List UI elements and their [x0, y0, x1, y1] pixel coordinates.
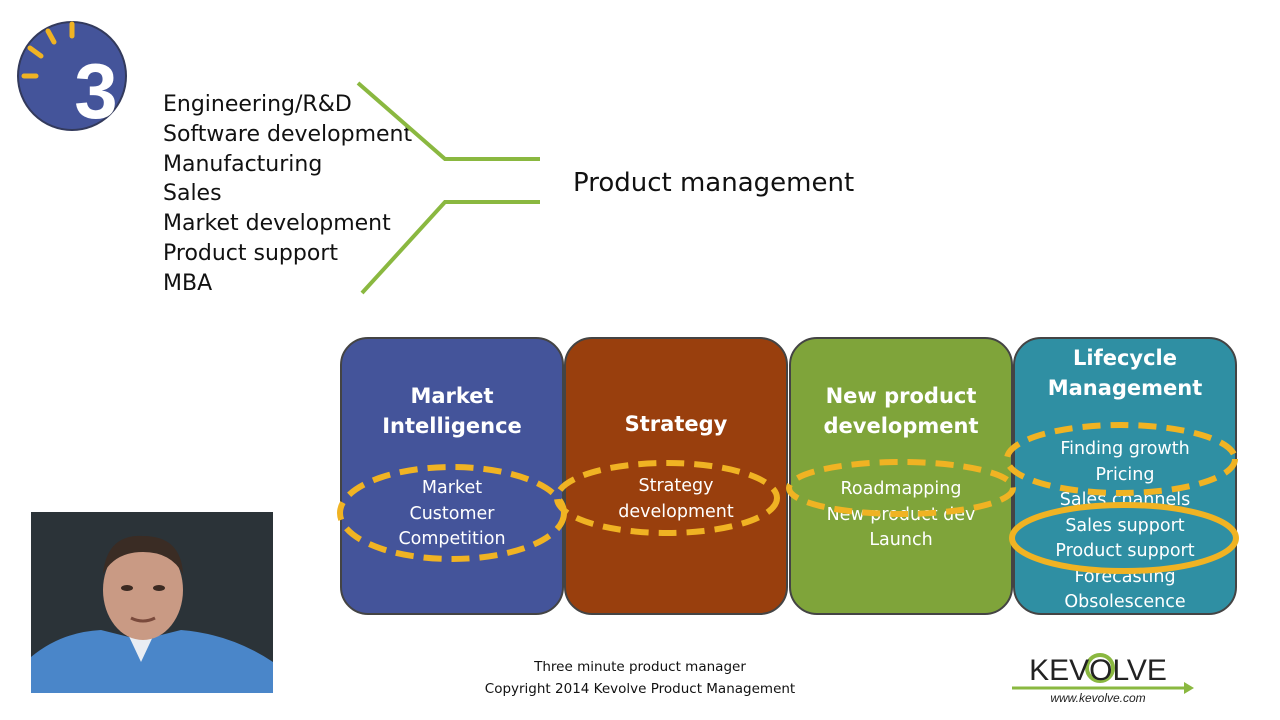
list-item: Customer: [409, 503, 495, 524]
list-item: Pricing: [1095, 464, 1155, 485]
list-item: Market: [421, 478, 483, 498]
source-item: Software development: [163, 121, 413, 147]
source-item: Manufacturing: [163, 151, 323, 177]
list-item: Finding growth: [1060, 439, 1190, 459]
presenter-image: [31, 512, 273, 693]
logo-url: www.kevolve.com: [1050, 691, 1145, 705]
source-item: Product support: [163, 240, 338, 266]
presenter-video: [31, 512, 273, 693]
source-item: Engineering/R&D: [163, 92, 352, 117]
box-title: Strategy: [624, 412, 728, 436]
footer-title: Three minute product manager: [534, 659, 746, 675]
list-item: Forecasting: [1074, 566, 1176, 587]
box-items: Roadmapping New product dev Launch: [791, 477, 1011, 554]
source-backgrounds-list: Engineering/R&D Software development Man…: [163, 90, 412, 299]
box-items: Strategy development: [566, 474, 786, 525]
list-item: Obsolescence: [1064, 592, 1186, 612]
footer: Three minute product manager Copyright 2…: [0, 656, 1280, 700]
list-item: Competition: [398, 529, 506, 549]
step-3-badge: 3: [17, 21, 127, 132]
box-strategy: Strategy Strategy development: [564, 337, 788, 615]
list-item: Launch: [869, 530, 933, 550]
connector-lower: [360, 200, 540, 295]
list-item: Strategy: [638, 476, 714, 496]
list-item: Sales support: [1065, 515, 1185, 536]
badge-number: 3: [74, 47, 117, 132]
logo-wordmark: KEVOLVE: [1029, 654, 1167, 687]
target-role-label: Product management: [573, 168, 855, 198]
kevolve-logo: KEVOLVE www.kevolve.com: [1012, 653, 1194, 705]
source-item: Sales: [163, 181, 222, 207]
list-item: New product dev: [826, 504, 976, 525]
connector-upper: [356, 81, 540, 161]
list-item: development: [618, 501, 734, 522]
box-items: Market Customer Competition: [342, 476, 562, 553]
list-item: Product support: [1055, 541, 1195, 561]
bracket-connector: [356, 81, 540, 295]
box-items: Finding growth Pricing Sales channels Sa…: [1015, 437, 1235, 616]
list-item: Sales channels: [1059, 490, 1191, 510]
footer-copyright: Copyright 2014 Kevolve Product Managemen…: [484, 681, 796, 697]
source-item: Market development: [163, 211, 391, 237]
list-item: Roadmapping: [840, 479, 962, 499]
source-item: MBA: [163, 270, 213, 296]
